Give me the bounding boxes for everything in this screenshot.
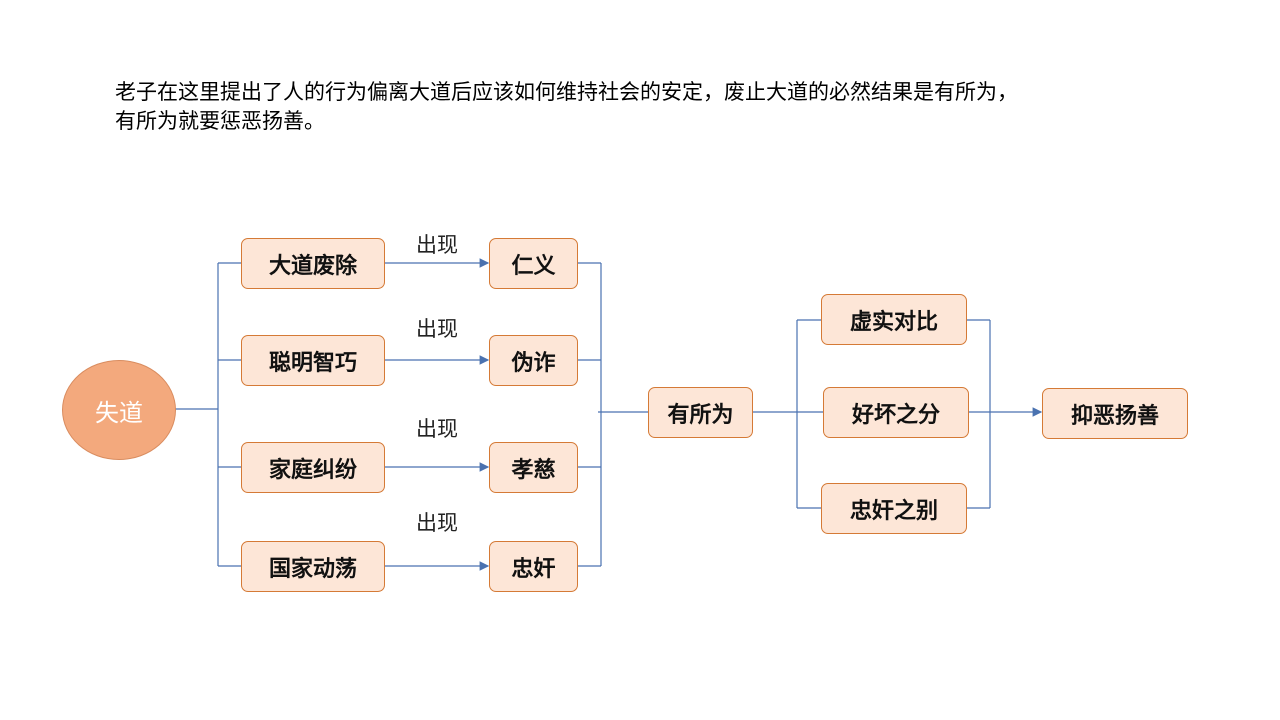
cause-node-3: 家庭纠纷 — [241, 442, 385, 493]
distinction-node-3: 忠奸之别 — [821, 483, 967, 534]
cause-node-2: 聪明智巧 — [241, 335, 385, 386]
hub-node: 有所为 — [648, 387, 753, 438]
intro-text: 老子在这里提出了人的行为偏离大道后应该如何维持社会的安定，废止大道的必然结果是有… — [115, 78, 1195, 136]
root-node: 失道 — [62, 360, 176, 460]
intro-line-2: 有所为就要惩恶扬善。 — [115, 109, 325, 133]
distinction-node-1: 虚实对比 — [821, 294, 967, 345]
intro-line-1: 老子在这里提出了人的行为偏离大道后应该如何维持社会的安定，废止大道的必然结果是有… — [115, 80, 1018, 104]
cause-node-1: 大道废除 — [241, 238, 385, 289]
effect-node-1: 仁义 — [489, 238, 578, 289]
edge-label-3: 出现 — [416, 417, 458, 441]
cause-node-4: 国家动荡 — [241, 541, 385, 592]
edge-label-2: 出现 — [416, 317, 458, 341]
effect-node-2: 伪诈 — [489, 335, 578, 386]
edge-label-4: 出现 — [416, 511, 458, 535]
edge-label-1: 出现 — [416, 233, 458, 257]
effect-node-4: 忠奸 — [489, 541, 578, 592]
effect-node-3: 孝慈 — [489, 442, 578, 493]
goal-node: 抑恶扬善 — [1042, 388, 1188, 439]
distinction-node-2: 好坏之分 — [823, 387, 969, 438]
